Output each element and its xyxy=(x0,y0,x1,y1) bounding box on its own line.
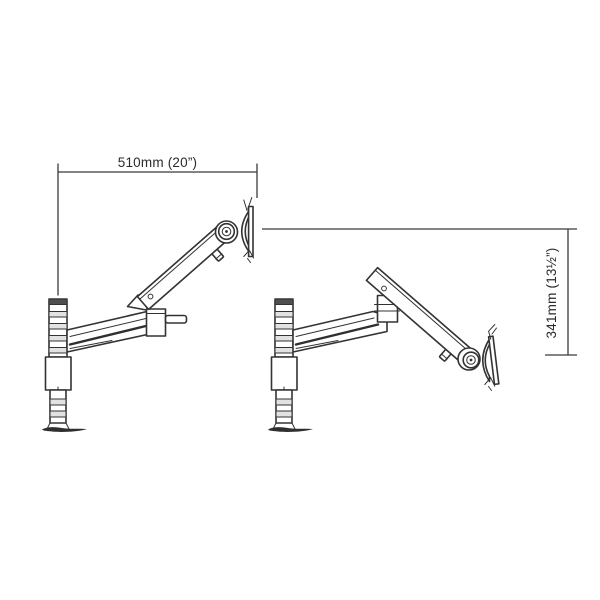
pole-band xyxy=(274,347,294,354)
pole-band xyxy=(48,311,68,318)
lower-pole xyxy=(49,389,67,424)
height-dimension: 341mm (13½”) xyxy=(262,228,577,356)
pole-top-cap xyxy=(274,298,294,305)
upper-arm-top-face-line xyxy=(139,226,223,300)
vesa-top-hook xyxy=(488,324,497,340)
pivot-inner-ring xyxy=(221,226,232,237)
pole-band xyxy=(48,335,68,342)
pivot-inner-ring xyxy=(466,355,476,365)
height-dimension-label: 341mm (13½”) xyxy=(544,248,559,339)
upper-arm-top-face-line xyxy=(374,269,475,357)
vesa-bottom-hook xyxy=(484,376,496,391)
desk-surface-stroke xyxy=(42,427,87,432)
lower-arm-top-line xyxy=(295,317,375,337)
elbow-tab xyxy=(164,314,188,324)
width-dimension: 510mm (20”) xyxy=(57,155,258,296)
lower-arm-flange-line xyxy=(295,340,339,349)
lower-arm-flange-line xyxy=(69,340,113,349)
pole-band xyxy=(275,398,293,406)
pole-band xyxy=(49,398,67,406)
desk-clamp xyxy=(44,356,72,391)
pole-band xyxy=(274,335,294,342)
vesa-plate xyxy=(247,205,254,258)
pivot-center-dot xyxy=(469,358,473,362)
vesa-plate xyxy=(487,335,500,386)
pole-band xyxy=(48,347,68,354)
lower-arm-edge-highlight xyxy=(68,323,154,346)
vesa-bottom-hook xyxy=(243,249,255,263)
arm-raised-view xyxy=(42,197,255,432)
pole-band xyxy=(274,323,294,330)
pole-band xyxy=(49,410,67,418)
vesa-plate-group xyxy=(487,335,500,386)
lower-arm-top-line xyxy=(69,317,149,337)
arm-lowered-view xyxy=(268,266,500,432)
pole-band xyxy=(275,410,293,418)
pole-band xyxy=(48,323,68,330)
pivot-center-dot xyxy=(225,230,228,233)
screw-hole xyxy=(147,293,154,300)
desk-clamp xyxy=(270,356,298,391)
pole-band xyxy=(274,311,294,318)
vesa-top-hook xyxy=(243,197,253,211)
lower-pole xyxy=(275,389,293,424)
desk-surface-stroke xyxy=(268,427,313,432)
pole-top-cap xyxy=(48,298,68,305)
width-dimension-label: 510mm (20”) xyxy=(118,155,197,170)
lower-arm xyxy=(292,310,388,353)
vesa-yoke-arc xyxy=(481,336,492,383)
screw-hole xyxy=(381,285,387,292)
lower-arm-edge-highlight xyxy=(294,323,380,346)
